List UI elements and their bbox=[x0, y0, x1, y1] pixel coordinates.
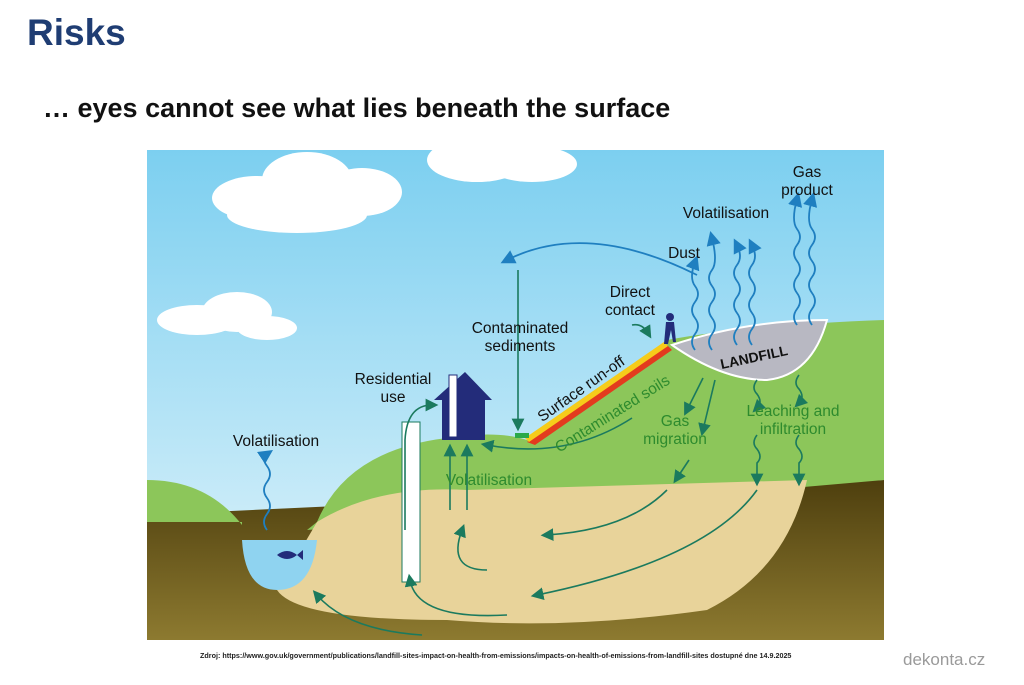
label-contaminated-sediments: Contaminated bbox=[472, 320, 569, 337]
label-residential-use: use bbox=[381, 389, 406, 406]
label-leaching: Leaching and bbox=[746, 403, 839, 420]
label-dust: Dust bbox=[668, 245, 701, 262]
left-hill bbox=[147, 480, 242, 525]
pond bbox=[242, 540, 317, 590]
label-residential-use: Residential bbox=[355, 371, 432, 388]
label-leaching: infiltration bbox=[760, 421, 826, 438]
label-gas-migration: migration bbox=[643, 431, 707, 448]
label-volatilisation-left: Volatilisation bbox=[233, 433, 319, 450]
label-gas-product: Gas bbox=[793, 164, 822, 181]
fish-icon bbox=[277, 550, 303, 560]
contaminated-soils-band bbox=[527, 345, 672, 445]
source-citation: Zdroj: https://www.gov.uk/government/pub… bbox=[200, 651, 792, 660]
label-volatilisation-ground: Volatilisation bbox=[446, 472, 532, 489]
label-direct-contact: Direct bbox=[610, 284, 651, 301]
label-gas-migration: Gas bbox=[661, 413, 690, 430]
person-icon bbox=[664, 313, 676, 344]
landfill-risk-diagram: Gas product Volatilisation Dust Direct c… bbox=[147, 138, 884, 640]
label-contaminated-sediments: sediments bbox=[485, 338, 556, 355]
sediments bbox=[515, 433, 529, 438]
label-gas-product: product bbox=[781, 182, 833, 199]
label-volatilisation-top: Volatilisation bbox=[683, 205, 769, 222]
brand-footer: dekonta.cz bbox=[903, 650, 986, 669]
air-arrows bbox=[257, 192, 818, 531]
label-direct-contact: contact bbox=[605, 302, 656, 319]
surface-runoff-band bbox=[525, 342, 668, 442]
ground-arrows bbox=[312, 270, 809, 636]
slide-title: Risks bbox=[27, 12, 126, 53]
slide-subtitle: … eyes cannot see what lies beneath the … bbox=[43, 93, 671, 123]
house-icon bbox=[434, 372, 492, 440]
